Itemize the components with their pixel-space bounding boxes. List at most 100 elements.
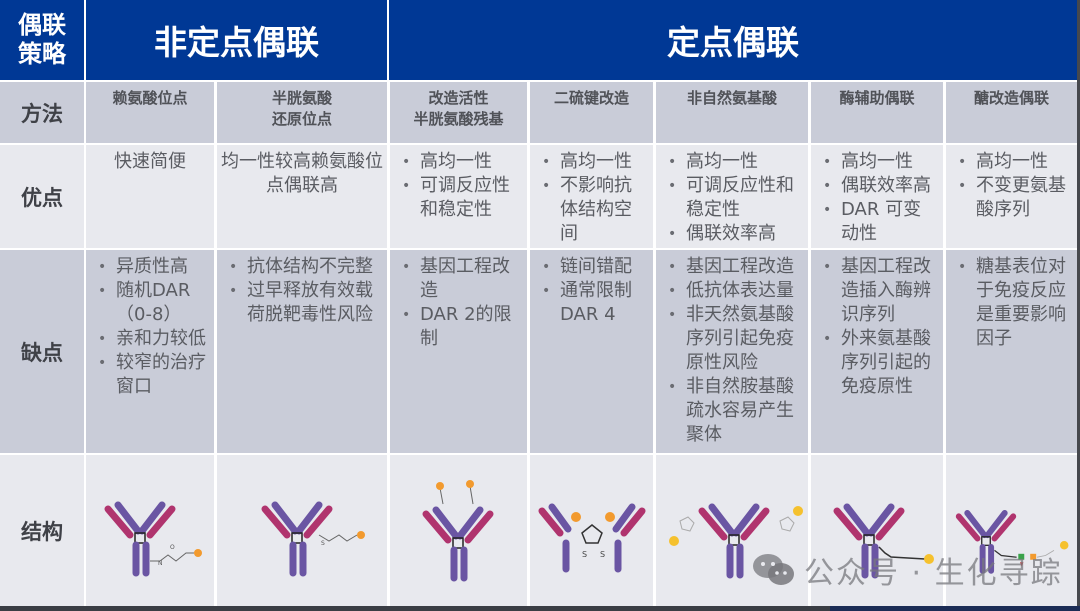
watermark: 公众号 · 生化寻踪 (752, 548, 1063, 592)
cons-list: 基因工程改造DAR 2的限制 (398, 255, 521, 351)
strategy-label-line1: 偶联 (18, 11, 66, 39)
cons-item: 外来氨基酸序列引起的免疫原性 (819, 327, 937, 399)
pros-item: 可调反应性和稳定性 (398, 174, 521, 222)
structure-cell-cysteine-reduced: S (217, 455, 387, 606)
method-cell: 赖氨酸位点 (86, 82, 214, 143)
cons-item: 链间错配 (538, 255, 647, 279)
cons-list: 异质性高随机DAR （0-8）亲和力较低较窄的治疗窗口 (94, 255, 208, 399)
svg-text:O: O (170, 544, 175, 551)
cons-item: 过早释放有效载荷脱靶毒性风险 (225, 279, 381, 327)
strategy-header-cell: 偶联 策略 (0, 0, 84, 80)
method-text: 二硫键改造 (553, 89, 629, 107)
cons-cell: 抗体结构不完整过早释放有效载荷脱靶毒性风险 (217, 250, 387, 453)
pros-item: 偶联效率高 (819, 174, 937, 198)
cons-cell: 链间错配通常限制DAR 4 (530, 250, 653, 453)
cons-item: 低抗体表达量 (664, 279, 802, 303)
structure-cell-enzyme-assisted (811, 455, 943, 606)
svg-text:S: S (600, 550, 605, 559)
pros-cell: 高均一性偶联效率高DAR 可变动性 (811, 145, 943, 248)
row-label-cons-text: 缺点 (21, 340, 63, 365)
pros-cell: 高均一性不变更氨基酸序列 (946, 145, 1077, 248)
pros-item: 高均一性 (538, 150, 647, 174)
pros-list: 高均一性不变更氨基酸序列 (954, 150, 1071, 222)
antibody-glycan-remodeling-icon (955, 510, 1069, 574)
pros-text: 快速简便 (114, 151, 186, 172)
cons-item: 亲和力较低 (94, 327, 208, 351)
cons-list: 糖基表位对于免疫反应是重要影响因子 (954, 255, 1071, 351)
antibody-unnatural-amino-acid-icon (669, 503, 803, 579)
antibody-lysine-amide-linker-icon: N O (104, 501, 202, 577)
pros-text: 均一性较高赖氨酸位点偶联高 (221, 151, 383, 196)
row-label-pros-text: 优点 (21, 185, 63, 210)
structure-cell-glycan (946, 455, 1077, 606)
cons-cell: 糖基表位对于免疫反应是重要影响因子 (946, 250, 1077, 453)
right-edge-strip (1077, 0, 1080, 611)
pros-list: 高均一性不影响抗体结构空间 (538, 150, 647, 246)
row-label-structure-text: 结构 (21, 519, 63, 544)
bottom-blue-strip (830, 606, 1080, 611)
non-site-specific-title: 非定点偶联 (154, 23, 319, 62)
site-specific-header: 定点偶联 (389, 0, 1077, 80)
cons-cell: 基因工程改造DAR 2的限制 (390, 250, 527, 453)
pros-cell: 高均一性可调反应性和稳定性偶联效率高 (656, 145, 808, 248)
cons-item: 糖基表位对于免疫反应是重要影响因子 (954, 255, 1071, 351)
cons-item: 基因工程改造 (664, 255, 802, 279)
pros-list: 高均一性可调反应性和稳定性偶联效率高 (664, 150, 802, 246)
row-label-method-text: 方法 (21, 101, 63, 126)
row-label-method: 方法 (0, 82, 84, 143)
cons-item: 非天然氨基酸序列引起免疫原性风险 (664, 303, 802, 375)
pros-cell: 高均一性可调反应性和稳定性 (390, 145, 527, 248)
svg-text:S: S (321, 540, 325, 547)
method-text: 半胱氨酸 (271, 89, 332, 107)
pros-item: 不变更氨基酸序列 (954, 174, 1071, 222)
antibody-disulfide-rebridge-icon: S S (538, 503, 646, 573)
pros-cell: 快速简便 (86, 145, 214, 248)
cons-item: 通常限制DAR 4 (538, 279, 647, 327)
structure-cell-lysine: N O (86, 455, 214, 606)
method-text: 酶辅助偶联 (839, 89, 915, 107)
row-label-structure: 结构 (0, 455, 84, 606)
pros-cell: 均一性较高赖氨酸位点偶联高 (217, 145, 387, 248)
watermark-text: 公众号 · 生化寻踪 (804, 556, 1063, 591)
cons-item: 异质性高 (94, 255, 208, 279)
pros-list: 高均一性可调反应性和稳定性 (398, 150, 521, 222)
cons-item: 非自然胺基酸疏水容易产生聚体 (664, 375, 802, 447)
svg-text:S: S (582, 550, 587, 559)
antibody-enzyme-assisted-icon (833, 503, 934, 579)
cons-list: 基因工程改造插入酶辨识序列外来氨基酸序列引起的免疫原性 (819, 255, 937, 399)
pros-item: 不影响抗体结构空间 (538, 174, 647, 246)
cons-list: 链间错配通常限制DAR 4 (538, 255, 647, 327)
method-cell: 醣改造偶联 (946, 82, 1077, 143)
cons-cell: 异质性高随机DAR （0-8）亲和力较低较窄的治疗窗口 (86, 250, 214, 453)
cons-cell: 基因工程改造低抗体表达量非天然氨基酸序列引起免疫原性风险非自然胺基酸疏水容易产生… (656, 250, 808, 453)
structure-cell-disulfide: S S (530, 455, 653, 606)
structure-cell-engineered-cysteine (390, 455, 527, 606)
pros-item: 高均一性 (664, 150, 802, 174)
antibody-engineered-cysteine-icon (422, 480, 494, 582)
cons-item: DAR 2的限制 (398, 303, 521, 351)
method-text: 还原位点 (271, 110, 332, 128)
strategy-label-line2: 策略 (18, 40, 66, 68)
antibody-cysteine-thioether-linker-icon: S (261, 501, 365, 577)
pros-item: 高均一性 (819, 150, 937, 174)
pros-item: DAR 可变动性 (819, 198, 937, 246)
method-text: 改造活性 (428, 89, 489, 107)
pros-item: 高均一性 (398, 150, 521, 174)
svg-text:N: N (158, 560, 163, 567)
method-text: 半胱氨酸残基 (413, 110, 504, 128)
row-label-pros: 优点 (0, 145, 84, 248)
pros-list: 高均一性偶联效率高DAR 可变动性 (819, 150, 937, 246)
wechat-icon (753, 554, 794, 585)
cons-list: 基因工程改造低抗体表达量非天然氨基酸序列引起免疫原性风险非自然胺基酸疏水容易产生… (664, 255, 802, 447)
site-specific-title: 定点偶联 (667, 23, 799, 62)
row-label-cons: 缺点 (0, 250, 84, 453)
pros-item: 可调反应性和稳定性 (664, 174, 802, 222)
method-cell: 二硫键改造 (530, 82, 653, 143)
pros-item: 偶联效率高 (664, 222, 802, 246)
cons-item: 较窄的治疗窗口 (94, 351, 208, 399)
pros-item: 高均一性 (954, 150, 1071, 174)
method-text: 非自然氨基酸 (686, 89, 777, 107)
pros-cell: 高均一性不影响抗体结构空间 (530, 145, 653, 248)
bottom-edge-strip (0, 606, 1080, 611)
